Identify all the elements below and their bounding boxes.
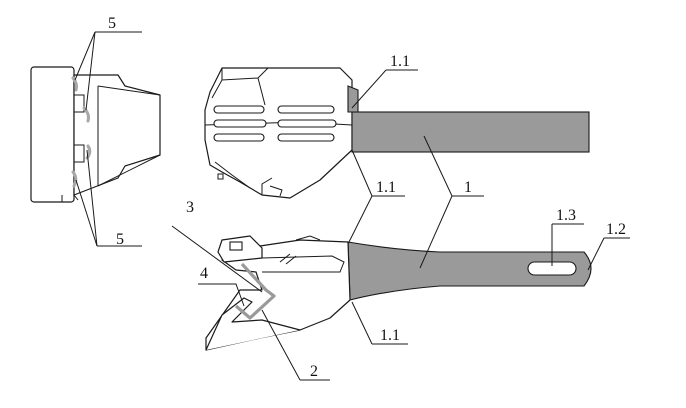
label-2: 2 <box>310 363 318 380</box>
side-view <box>205 235 592 351</box>
side-view-strap <box>347 241 592 301</box>
leader-1-1-mid <box>347 149 405 245</box>
leader-1-1-bottom <box>351 301 408 345</box>
top-view-slot <box>213 105 265 114</box>
leader-1-3 <box>551 223 584 266</box>
top-view-inner <box>204 67 353 126</box>
side-view-clip-hole <box>229 241 243 251</box>
top-view-strap-root <box>347 85 359 113</box>
top-view-strap <box>351 111 590 153</box>
label-1-2: 1.2 <box>606 221 626 238</box>
labels: 5 5 1.1 1.1 1.1 1 1.3 1.2 3 4 2 <box>108 15 626 380</box>
leader-4 <box>198 283 245 307</box>
leaders-5 <box>74 31 142 247</box>
top-view <box>204 67 590 199</box>
top-view-head <box>204 67 353 199</box>
label-1-1-mid: 1.1 <box>376 179 396 196</box>
label-1-1-top: 1.1 <box>390 53 410 70</box>
top-view-lower <box>214 161 283 197</box>
leader-2 <box>261 309 330 381</box>
leaders <box>171 69 630 381</box>
side-view-spring <box>234 262 276 320</box>
top-view-slot <box>277 133 335 142</box>
side-view-clip-tab <box>295 235 321 241</box>
label-3: 3 <box>186 199 194 216</box>
leader-1 <box>419 135 484 269</box>
label-1-1-bottom: 1.1 <box>380 327 400 344</box>
end-view-mark-5 <box>71 76 79 92</box>
end-view-taper <box>97 85 161 187</box>
top-view-slot <box>277 119 337 128</box>
leader-3 <box>171 225 263 293</box>
side-view-detail <box>261 255 345 273</box>
top-view-notch <box>217 173 224 180</box>
side-view-jaw <box>205 297 301 351</box>
end-view-foot <box>61 194 79 202</box>
label-5-top: 5 <box>108 15 116 32</box>
end-view <box>30 66 161 203</box>
label-1-3: 1.3 <box>556 207 576 224</box>
top-view-slot <box>213 119 267 128</box>
label-4: 4 <box>200 265 208 282</box>
top-view-slot <box>213 133 265 142</box>
end-view-plate <box>30 66 75 203</box>
label-1: 1 <box>464 179 472 196</box>
top-view-slot <box>277 105 335 114</box>
label-5-bottom: 5 <box>116 231 124 248</box>
end-view-mark-5 <box>71 170 78 188</box>
leader-1-2 <box>587 237 630 271</box>
end-view-mark-5 <box>82 106 90 123</box>
end-view-slots <box>74 94 85 163</box>
leader-1-1-top <box>351 69 418 109</box>
